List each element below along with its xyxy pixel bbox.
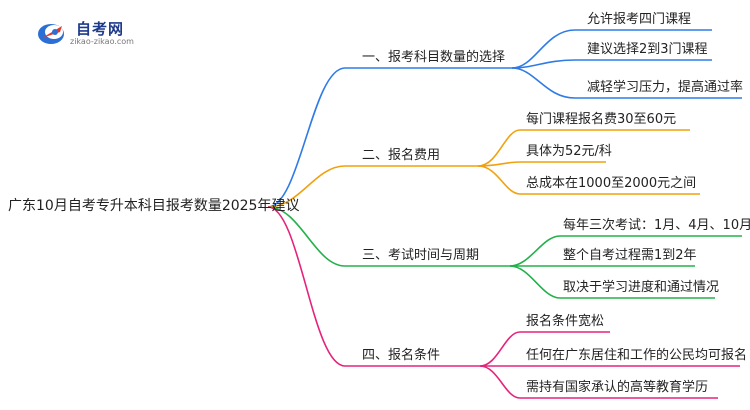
branch-1-label: 一、报考科目数量的选择: [362, 50, 506, 65]
branch-2-label: 二、报名费用: [362, 148, 441, 163]
logo-icon: [38, 24, 64, 44]
branch-3-leaf-2: 整个自考过程需1到2年: [563, 248, 697, 263]
root-node: 广东10月自考专升本科目报考数量2025年建议: [8, 198, 300, 214]
branch-4-leaf-3: 需持有国家承认的高等教育学历: [526, 380, 709, 395]
branch-1-leaf-1: 允许报考四门课程: [587, 12, 692, 27]
branch-3-leaf-1: 每年三次考试：1月、4月、10月: [563, 218, 750, 233]
branch-1-connectors: [267, 29, 742, 208]
branch-3-connectors: [267, 206, 742, 299]
branch-2-leaf-3: 总成本在1000至2000元之间: [526, 176, 697, 191]
branch-4-connectors: [267, 206, 740, 399]
branch-4-label: 四、报名条件: [362, 348, 441, 363]
branch-1-leaf-3: 减轻学习压力，提高通过率: [587, 80, 744, 95]
logo-url: zikao-zikao.com: [70, 37, 134, 46]
branch-3-label: 三、考试时间与周期: [362, 248, 480, 263]
branch-1-leaf-2: 建议选择2到3门课程: [587, 42, 708, 57]
branch-4-leaf-1: 报名条件宽松: [526, 314, 605, 329]
branch-2-leaf-1: 每门课程报名费30至60元: [526, 112, 677, 127]
branch-3-leaf-3: 取决于学习进度和通过情况: [563, 280, 720, 295]
branch-2-leaf-2: 具体为52元/科: [526, 144, 612, 159]
branch-2-connectors: [267, 129, 700, 208]
branch-4-leaf-2: 任何在广东居住和工作的公民均可报名: [526, 348, 748, 363]
logo-title: 自考网: [76, 20, 125, 38]
